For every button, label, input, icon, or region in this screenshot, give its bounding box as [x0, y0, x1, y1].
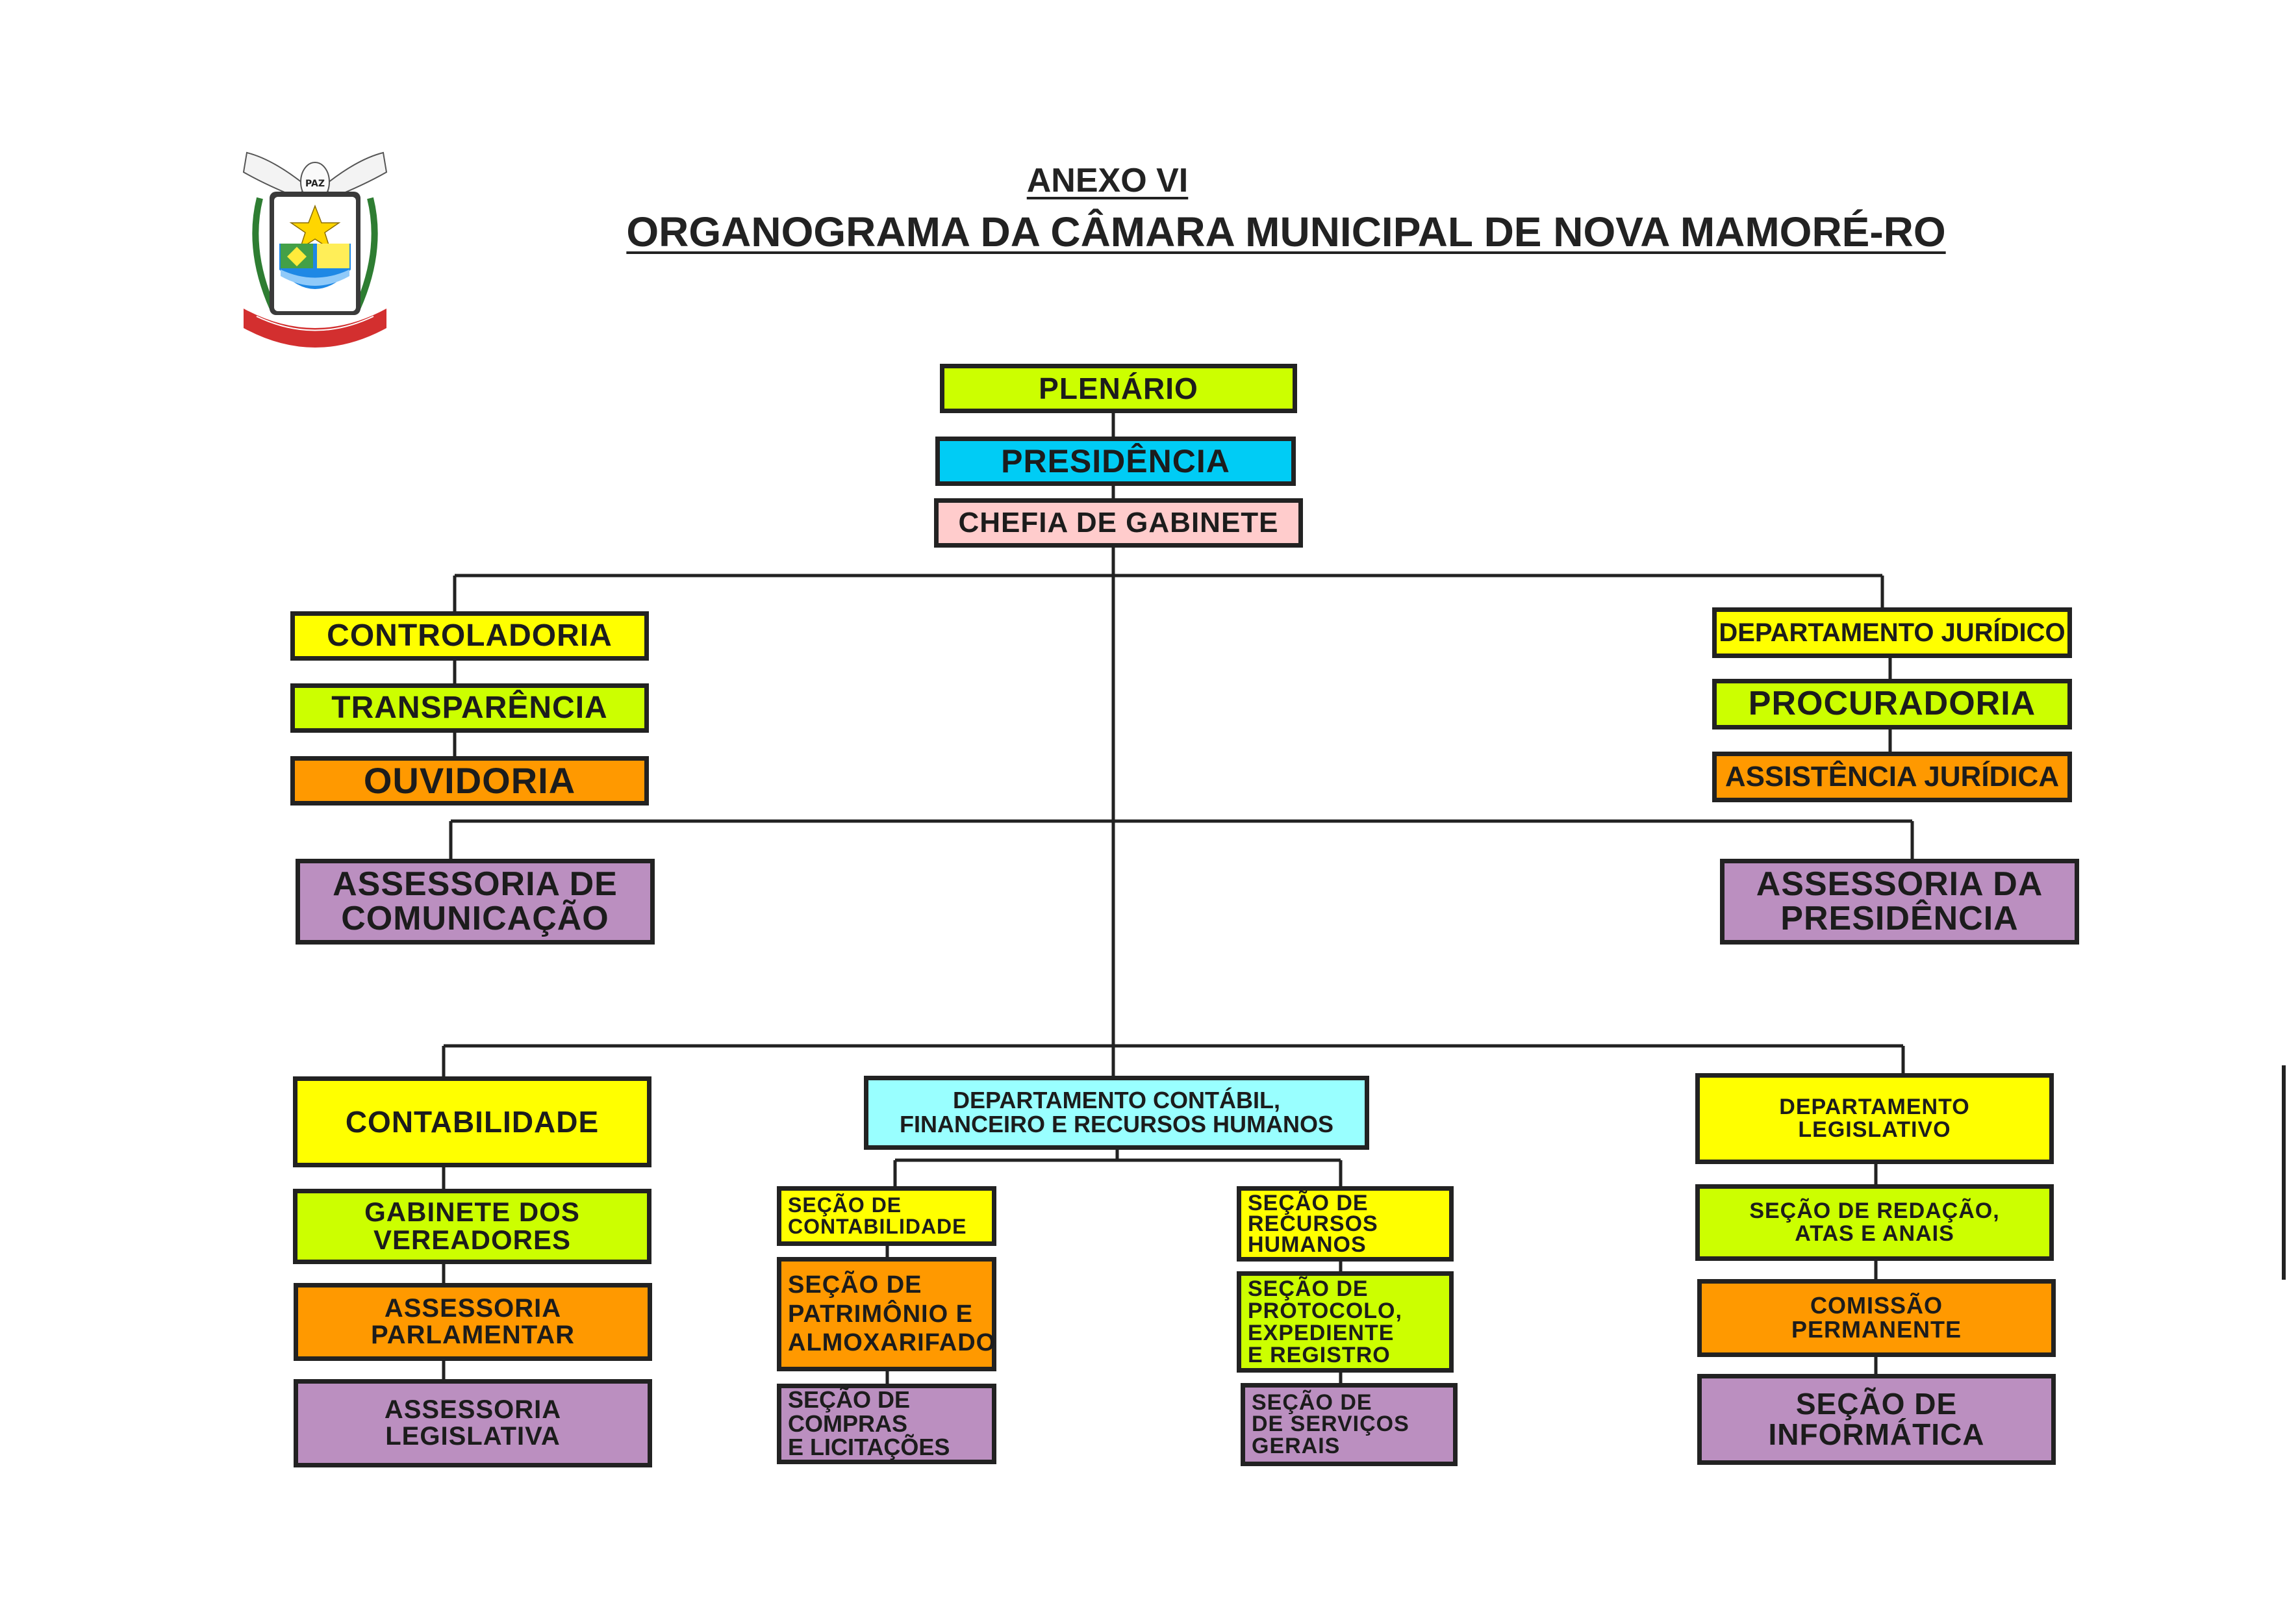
org-node-secao-patrimonio: SEÇÃO DE PATRIMÔNIO E ALMOXARIFADO — [777, 1257, 996, 1371]
org-node-presidencia: PRESIDÊNCIA — [935, 437, 1296, 486]
org-node-controladoria: CONTROLADORIA — [290, 611, 649, 661]
page-title: ORGANOGRAMA DA CÂMARA MUNICIPAL DE NOVA … — [626, 209, 1946, 255]
org-node-secao-contabilidade: SEÇÃO DE CONTABILIDADE — [777, 1186, 996, 1246]
org-node-secao-informatica: SEÇÃO DE INFORMÁTICA — [1697, 1374, 2056, 1465]
org-node-contabilidade: CONTABILIDADE — [293, 1076, 651, 1167]
org-node-plenario: PLENÁRIO — [940, 364, 1297, 413]
org-node-chefia-gabinete: CHEFIA DE GABINETE — [934, 498, 1303, 548]
org-node-assessoria-presidencia: ASSESSORIA DA PRESIDÊNCIA — [1720, 859, 2079, 945]
org-node-departamento-legislativo: DEPARTAMENTO LEGISLATIVO — [1695, 1073, 2054, 1164]
edge-stripe — [2282, 1065, 2286, 1280]
org-node-secao-servicos-gerais: SEÇÃO DE DE SERVIÇOS GERAIS — [1241, 1383, 1458, 1466]
org-node-departamento-contabil: DEPARTAMENTO CONTÁBIL, FINANCEIRO E RECU… — [864, 1076, 1369, 1150]
org-node-assistencia-juridica: ASSISTÊNCIA JURÍDICA — [1712, 752, 2072, 802]
svg-text:PAZ: PAZ — [305, 179, 325, 189]
org-node-comissao-permanente: COMISSÃO PERMANENTE — [1697, 1279, 2056, 1357]
org-node-secao-protocolo: SEÇÃO DE PROTOCOLO, EXPEDIENTE E REGISTR… — [1237, 1271, 1454, 1373]
org-node-gabinete-vereadores: GABINETE DOS VEREADORES — [293, 1189, 651, 1264]
org-node-assessoria-comunicacao: ASSESSORIA DE COMUNICAÇÃO — [296, 859, 655, 945]
org-node-procuradoria: PROCURADORIA — [1712, 679, 2072, 730]
org-node-departamento-juridico: DEPARTAMENTO JURÍDICO — [1712, 607, 2072, 658]
org-node-secao-recursos-humanos: SEÇÃO DE RECURSOS HUMANOS — [1237, 1186, 1454, 1262]
org-node-secao-compras: SEÇÃO DE COMPRAS E LICITAÇÕES — [777, 1384, 996, 1464]
org-node-secao-redacao: SEÇÃO DE REDAÇÃO, ATAS E ANAIS — [1695, 1184, 2054, 1261]
org-node-assessoria-legislativa: ASSESSORIA LEGISLATIVA — [294, 1379, 652, 1467]
org-node-ouvidoria: OUVIDORIA — [290, 756, 649, 806]
org-node-transparencia: TRANSPARÊNCIA — [290, 683, 649, 733]
org-node-assessoria-parlamentar: ASSESSORIA PARLAMENTAR — [294, 1283, 652, 1361]
coat-of-arms-emblem: PAZ — [242, 151, 388, 348]
annex-label: ANEXO VI — [1026, 162, 1189, 199]
